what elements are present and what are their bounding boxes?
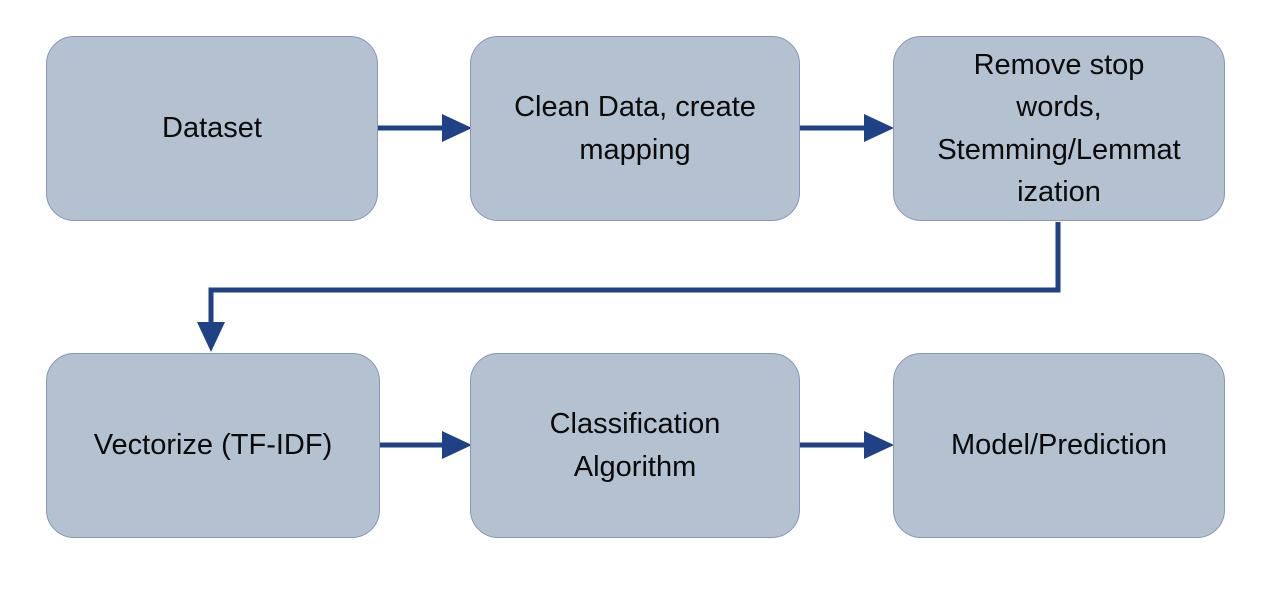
node-vectorize: Vectorize (TF-IDF) [46, 353, 380, 538]
edge-clean-data-to-remove-stop-words [800, 114, 894, 142]
node-remove-stop-words: Remove stop words, Stemming/Lemmat izati… [893, 36, 1225, 221]
node-dataset: Dataset [46, 36, 378, 221]
node-clean-data: Clean Data, create mapping [470, 36, 800, 221]
edge-vectorize-to-classification-algorithm [380, 431, 472, 459]
edge-classification-algorithm-to-model-prediction [800, 431, 894, 459]
node-classification-algorithm: Classification Algorithm [470, 353, 800, 538]
edge-remove-stop-words-to-vectorize [197, 222, 1061, 352]
edge-dataset-to-clean-data [378, 114, 472, 142]
node-model-prediction: Model/Prediction [893, 353, 1225, 538]
